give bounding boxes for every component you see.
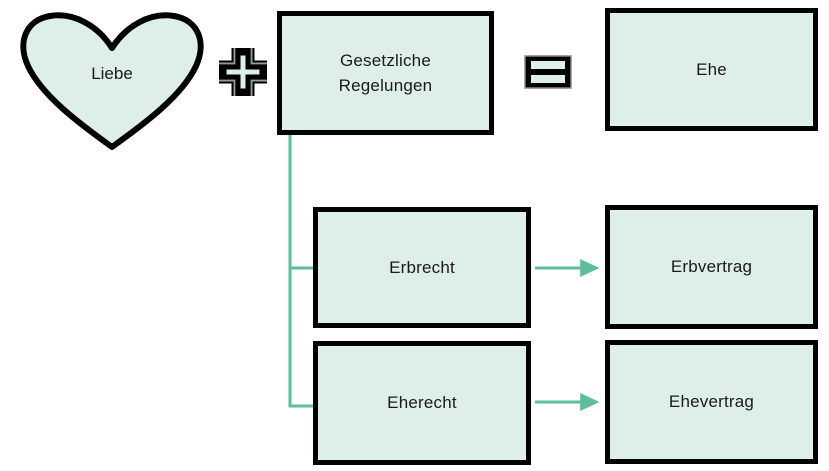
node-gesetzliche-regelungen-label: Gesetzliche Regelungen bbox=[338, 50, 433, 96]
connector-gesetzliche-to-erbrecht bbox=[288, 135, 313, 270]
node-gesetzliche-regelungen[interactable]: Gesetzliche Regelungen bbox=[277, 11, 494, 135]
plus-sign-icon bbox=[219, 48, 267, 96]
node-erbvertrag[interactable]: Erbvertrag bbox=[605, 205, 818, 329]
node-erbrecht-label: Erbrecht bbox=[389, 257, 455, 277]
node-eherecht-label: Eherecht bbox=[387, 393, 457, 413]
node-erbvertrag-label: Erbvertrag bbox=[670, 257, 753, 277]
equals-sign-icon bbox=[524, 55, 572, 89]
connector-gesetzliche-to-eherecht bbox=[288, 268, 313, 408]
node-liebe-heart[interactable]: Liebe bbox=[16, 10, 208, 152]
node-ehe[interactable]: Ehe bbox=[605, 8, 818, 131]
node-ehevertrag[interactable]: Ehevertrag bbox=[605, 340, 818, 464]
heart-icon bbox=[20, 12, 204, 150]
node-eherecht[interactable]: Eherecht bbox=[313, 341, 531, 465]
node-ehe-label: Ehe bbox=[696, 59, 727, 79]
node-ehevertrag-label: Ehevertrag bbox=[668, 392, 755, 412]
node-erbrecht[interactable]: Erbrecht bbox=[313, 207, 531, 328]
